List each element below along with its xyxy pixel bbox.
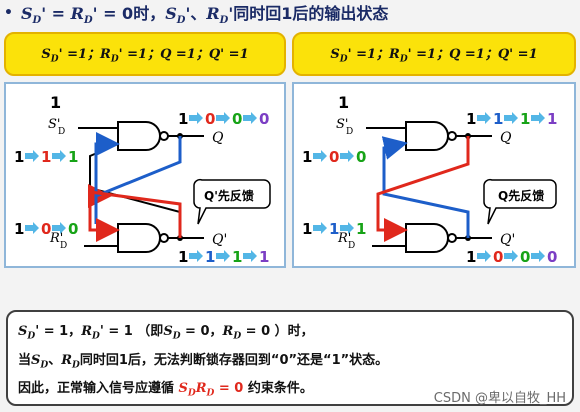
- left-q-value: 0: [205, 110, 215, 128]
- right-qn-value: 1: [466, 248, 476, 266]
- svg-text:D: D: [58, 127, 65, 137]
- nand-gate-top: [405, 121, 449, 151]
- right-condition-banner: SD' =1；RD' =1；Q =1；Q' =1: [292, 32, 576, 76]
- left-qn-value: 1: [232, 248, 242, 266]
- left-qn-value: 1: [205, 248, 215, 266]
- explanation-line-3: 因此，正常输入信号应遵循 SDRD = 0 约束条件。: [18, 381, 313, 399]
- inversion-bubble-top: [159, 131, 169, 141]
- explanation-line-1: SD' = 1，RD' = 1 （即SD = 0，RD = 0 ）时，: [18, 324, 314, 342]
- rd-label: R': [49, 231, 63, 246]
- explanation-box: SD' = 1，RD' = 1 （即SD = 0，RD = 0 ）时， 当SD、…: [6, 310, 574, 406]
- top-input-value: 1: [338, 93, 349, 112]
- right-qn-value: 0: [547, 248, 557, 266]
- right-in2-value: 1: [302, 220, 312, 238]
- right-qn-value: 0: [493, 248, 503, 266]
- left-q-value: 1: [178, 110, 188, 128]
- sd-label: S': [336, 117, 348, 132]
- left-in2-arrow-icon: [25, 222, 39, 234]
- q-label: Q: [212, 130, 224, 146]
- right-in2-arrow-icon: [340, 222, 354, 234]
- inversion-bubble-bottom: [159, 233, 169, 243]
- right-condition-text: SD' =1；RD' =1；Q =1；Q' =1: [330, 47, 538, 65]
- left-in2-arrow-icon: [52, 222, 66, 234]
- explanation-line-2: 当SD、RD同时回1后，无法判断锁存器回到“0”还是“1”状态。: [18, 352, 389, 371]
- right-q-value: 1: [466, 110, 476, 128]
- left-in1-arrow-icon: [25, 150, 39, 162]
- svg-text:D: D: [348, 241, 355, 251]
- right-in1-value: 0: [329, 148, 339, 166]
- right-q-arrow-icon: [531, 112, 545, 124]
- callout-bubble: [193, 178, 271, 225]
- q-label: Q: [500, 130, 512, 146]
- left-in1-value: 1: [68, 148, 78, 166]
- right-q-value: 1: [547, 110, 557, 128]
- nand-gate-bottom: [405, 223, 449, 253]
- right-qn-arrow-icon: [477, 250, 491, 262]
- left-qn-arrow-icon: [243, 250, 257, 262]
- watermark: CSDN @卑以自牧_HH: [433, 391, 566, 406]
- left-q-arrow-icon: [216, 112, 230, 124]
- qn-label: Q': [500, 232, 515, 248]
- left-q-value: 0: [232, 110, 242, 128]
- right-in2-value: 1: [356, 220, 366, 238]
- callout-text: Q先反馈: [498, 188, 544, 203]
- right-in1-value: 1: [302, 148, 312, 166]
- inversion-bubble-bottom: [447, 233, 457, 243]
- right-qn-arrow-icon: [504, 250, 518, 262]
- slide-title: • SD' = RD' = 0时，SD'、RD'同时回1后的输出状态: [4, 0, 388, 26]
- callout-text: Q'先反馈: [204, 188, 254, 203]
- rd-label: R': [337, 231, 351, 246]
- right-q-value: 1: [493, 110, 503, 128]
- qn-label: Q': [212, 232, 227, 248]
- right-in2-arrow-icon: [313, 222, 327, 234]
- left-in1-value: 1: [14, 148, 24, 166]
- left-in2-value: 1: [14, 220, 24, 238]
- right-q-arrow-icon: [504, 112, 518, 124]
- right-in1-arrow-icon: [340, 150, 354, 162]
- left-qn-value: 1: [259, 248, 269, 266]
- right-in1-arrow-icon: [313, 150, 327, 162]
- right-qn-arrow-icon: [531, 250, 545, 262]
- left-condition-banner: SD' =1；RD' =1；Q =1；Q' =1: [4, 32, 286, 76]
- title-text: SD' = RD' = 0时，SD'、RD'同时回1后的输出状态: [20, 3, 389, 27]
- left-in2-value: 0: [68, 220, 78, 238]
- right-qn-value: 0: [520, 248, 530, 266]
- nand-gate-top: [117, 121, 161, 151]
- svg-text:D: D: [60, 241, 67, 251]
- left-q-arrow-icon: [189, 112, 203, 124]
- sd-label: S': [48, 117, 60, 132]
- callout-bubble: [483, 178, 557, 225]
- title-bullet: •: [4, 5, 13, 21]
- left-qn-arrow-icon: [216, 250, 230, 262]
- left-q-value: 0: [259, 110, 269, 128]
- left-in1-value: 1: [41, 148, 51, 166]
- top-input-value: 1: [50, 93, 61, 112]
- left-in2-value: 0: [41, 220, 51, 238]
- left-in1-arrow-icon: [52, 150, 66, 162]
- right-in1-value: 0: [356, 148, 366, 166]
- right-in2-value: 1: [329, 220, 339, 238]
- nand-gate-bottom: [117, 223, 161, 253]
- inversion-bubble-top: [447, 131, 457, 141]
- left-condition-text: SD' =1；RD' =1；Q =1；Q' =1: [41, 47, 249, 65]
- left-qn-value: 1: [178, 248, 188, 266]
- left-q-arrow-icon: [243, 112, 257, 124]
- right-q-value: 1: [520, 110, 530, 128]
- svg-text:D: D: [346, 127, 353, 137]
- left-qn-arrow-icon: [189, 250, 203, 262]
- right-q-arrow-icon: [477, 112, 491, 124]
